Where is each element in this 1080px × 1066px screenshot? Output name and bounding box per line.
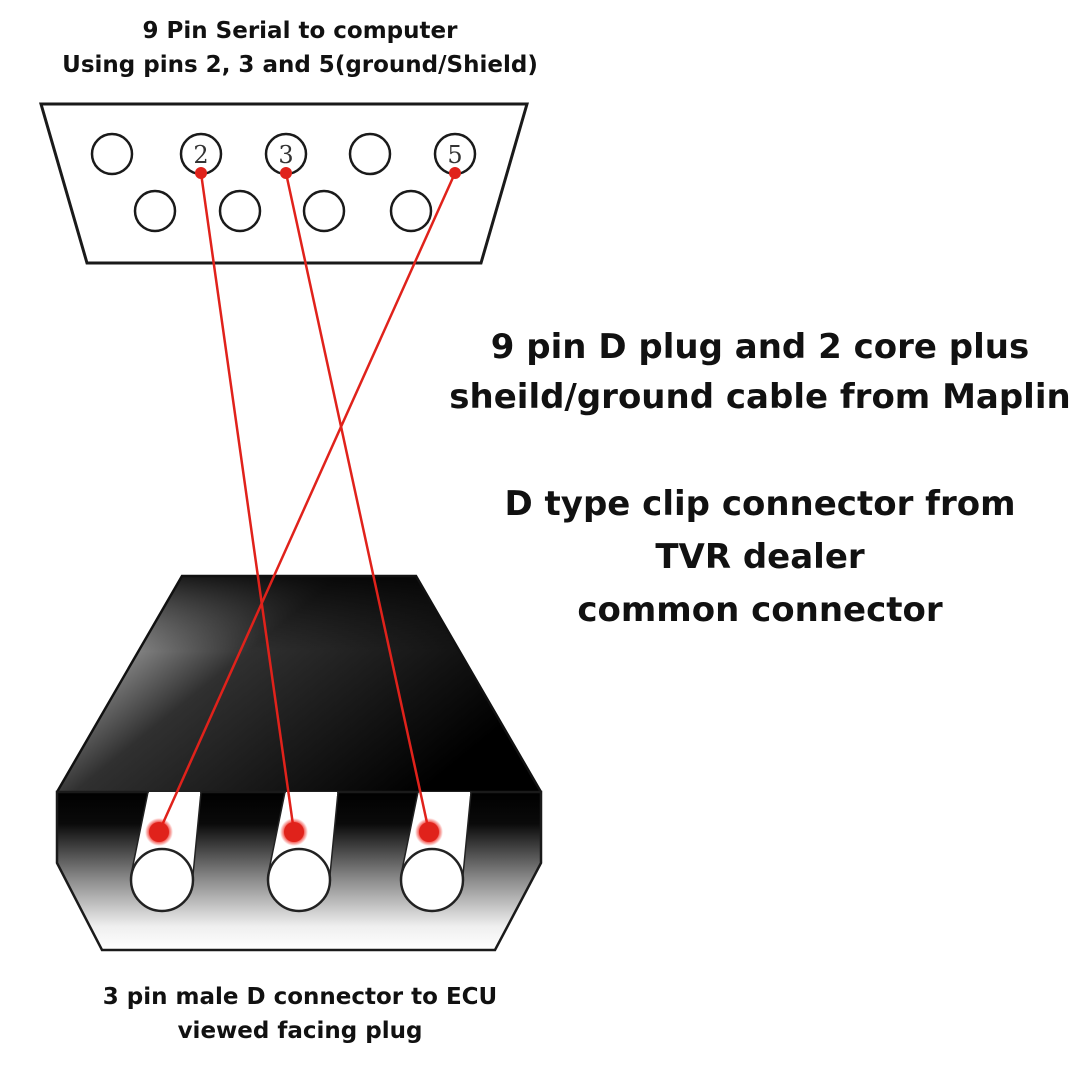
serial-pin-3: 3 [264, 132, 308, 176]
caption-line: TVR dealer [655, 537, 865, 577]
pin-slot-top [149, 792, 200, 796]
pin-number-label: 2 [193, 141, 208, 169]
ecu-connector-caption: 3 pin male D connector to ECU viewed fac… [40, 980, 560, 1048]
serial-wire-dot [280, 167, 292, 179]
dealer-connector-note: D type clip connector from TVR dealer co… [470, 478, 1050, 637]
serial-pin-7 [218, 189, 262, 233]
pin-hole [302, 189, 346, 233]
pin-hole [218, 189, 262, 233]
pin-slot-top [286, 792, 337, 796]
cable-note: 9 pin D plug and 2 core plus sheild/grou… [445, 322, 1075, 422]
ecu-wire-dot [284, 822, 304, 842]
wires [157, 172, 457, 833]
caption-line: common connector [577, 590, 943, 630]
ecu-connector-top-shade [57, 576, 541, 792]
pin-circle [399, 847, 465, 913]
pin-slot-top [419, 792, 470, 796]
serial-wire-dot [195, 167, 207, 179]
pin-hole [133, 189, 177, 233]
ecu-connector-top-edge [55, 574, 543, 793]
serial-pin-4 [348, 132, 392, 176]
caption-line: Using pins 2, 3 and 5(ground/Shield) [62, 52, 538, 78]
wire-pin-5-to-left [157, 172, 457, 833]
serial-pin-1 [90, 132, 134, 176]
serial-pins: 2 3 5 [90, 132, 477, 233]
serial-connector-caption: 9 Pin Serial to computer Using pins 2, 3… [40, 14, 560, 82]
ecu-wire-dot [419, 822, 439, 842]
pin-circle [129, 847, 195, 913]
ecu-connector [55, 574, 543, 952]
serial-connector: 2 3 5 [39, 102, 529, 265]
pin-hole [90, 132, 134, 176]
pin-circle [266, 847, 332, 913]
pin-number-label: 5 [447, 141, 462, 169]
serial-pin-6 [133, 189, 177, 233]
serial-wire-dot [449, 167, 461, 179]
pin-number-label: 3 [278, 141, 293, 169]
serial-connector-shell [39, 102, 529, 265]
caption-line: 9 pin D plug and 2 core plus [490, 327, 1030, 367]
wire-pin-3-to-right [284, 172, 431, 833]
caption-line: 3 pin male D connector to ECU [102, 984, 498, 1010]
serial-pin-9 [389, 189, 433, 233]
wire-dots [145, 167, 461, 846]
ecu-wire-dot [149, 822, 169, 842]
caption-line: sheild/ground cable from Maplin [449, 377, 1071, 417]
serial-pin-2: 2 [179, 132, 223, 176]
caption-line: D type clip connector from [504, 484, 1016, 524]
caption-line: viewed facing plug [177, 1018, 423, 1044]
pin-hole [348, 132, 392, 176]
caption-line: 9 Pin Serial to computer [142, 18, 458, 44]
wire-pin-2-to-middle [199, 172, 296, 833]
ecu-pin-middle [266, 791, 339, 913]
ecu-pins [129, 791, 472, 913]
pin-hole [389, 189, 433, 233]
serial-pin-8 [302, 189, 346, 233]
